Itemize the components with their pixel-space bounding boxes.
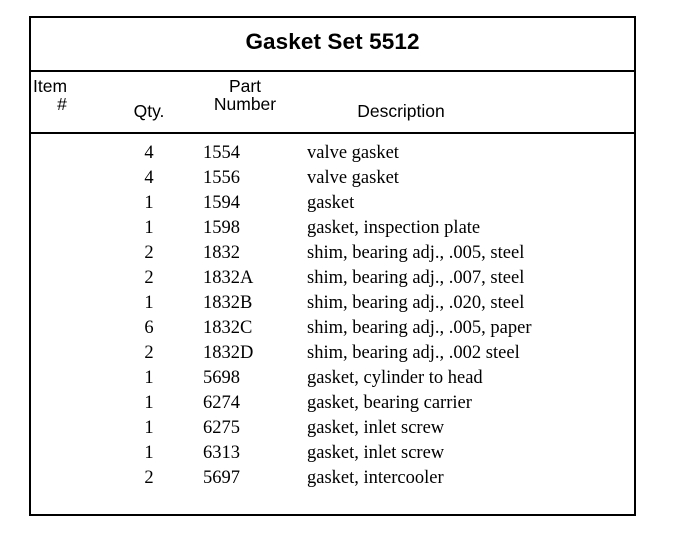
cell-description: shim, bearing adj., .007, steel [307,268,525,288]
cell-part-number: 5697 [203,468,240,488]
cell-quantity: 4 [144,143,154,163]
cell-part-number: 1832D [203,343,254,363]
cell-quantity: 2 [144,343,154,363]
cell-quantity: 6 [144,318,154,338]
cell-part-number: 6313 [203,443,240,463]
cell-part-number: 1594 [203,193,240,213]
cell-description: gasket, bearing carrier [307,393,472,413]
cell-description: gasket [307,193,355,213]
table-row: 2 1832A shim, bearing adj., .007, steel [31,266,634,291]
cell-quantity: 2 [144,243,154,263]
cell-quantity: 4 [144,168,154,188]
table-header-row: Item # Qty. Part Number Description [31,72,634,134]
table-row: 4 1556 valve gasket [31,166,634,191]
table-row: 1 1594 gasket [31,191,634,216]
cell-description: gasket, cylinder to head [307,368,483,388]
column-header-item-line1: Item [33,76,68,96]
cell-quantity: 2 [144,468,154,488]
table-row: 6 1832C shim, bearing adj., .005, paper [31,316,634,341]
cell-quantity: 1 [144,293,154,313]
cell-part-number: 1832C [203,318,253,338]
column-header-part-number-line2: Number [213,93,277,114]
table-row: 1 5698 gasket, cylinder to head [31,366,634,391]
table-row: 2 1832D shim, bearing adj., .002 steel [31,341,634,366]
cell-description: shim, bearing adj., .005, paper [307,318,532,338]
cell-quantity: 1 [144,443,154,463]
table-row: 2 1832 shim, bearing adj., .005, steel [31,241,634,266]
table-row: 2 5697 gasket, intercooler [31,466,634,491]
cell-description: valve gasket [307,143,399,163]
cell-description: gasket, inlet screw [307,418,445,438]
table-title-band: Gasket Set 5512 [31,18,634,72]
table-row: 1 1598 gasket, inspection plate [31,216,634,241]
cell-description: shim, bearing adj., .005, steel [307,243,525,263]
cell-description: valve gasket [307,168,399,188]
cell-description: shim, bearing adj., .002 steel [307,343,520,363]
cell-part-number: 1832 [203,243,240,263]
column-header-qty: Qty. [133,101,165,121]
column-header-description: Description [357,101,445,121]
table-row: 1 1832B shim, bearing adj., .020, steel [31,291,634,316]
cell-part-number: 1554 [203,143,240,163]
page-title: Gasket Set 5512 [245,28,420,54]
cell-quantity: 1 [144,393,154,413]
cell-quantity: 1 [144,218,154,238]
column-header-item: Item # [33,76,91,114]
cell-part-number: 1556 [203,168,240,188]
cell-quantity: 1 [144,368,154,388]
cell-part-number: 6274 [203,393,240,413]
cell-description: gasket, inspection plate [307,218,481,238]
column-header-part-number-line1: Part [228,76,262,96]
cell-quantity: 2 [144,268,154,288]
table-body: 4 1554 valve gasket 4 1556 valve gasket 1 1594 g… [31,134,634,491]
table-row: 4 1554 valve gasket [31,141,634,166]
cell-description: gasket, intercooler [307,468,444,488]
table-row: 1 6313 gasket, inlet screw [31,441,634,466]
cell-part-number: 6275 [203,418,240,438]
cell-description: shim, bearing adj., .020, steel [307,293,525,313]
cell-description: gasket, inlet screw [307,443,445,463]
parts-table: Gasket Set 5512 Item # Qty. Part Number … [29,16,636,516]
column-header-item-line2: # [57,93,67,114]
cell-part-number: 1832B [203,293,253,313]
table-row: 1 6274 gasket, bearing carrier [31,391,634,416]
cell-part-number: 5698 [203,368,240,388]
column-header-part-number: Part Number [197,76,293,114]
cell-quantity: 1 [144,193,154,213]
cell-part-number: 1598 [203,218,240,238]
cell-quantity: 1 [144,418,154,438]
cell-part-number: 1832A [203,268,254,288]
table-row: 1 6275 gasket, inlet screw [31,416,634,441]
